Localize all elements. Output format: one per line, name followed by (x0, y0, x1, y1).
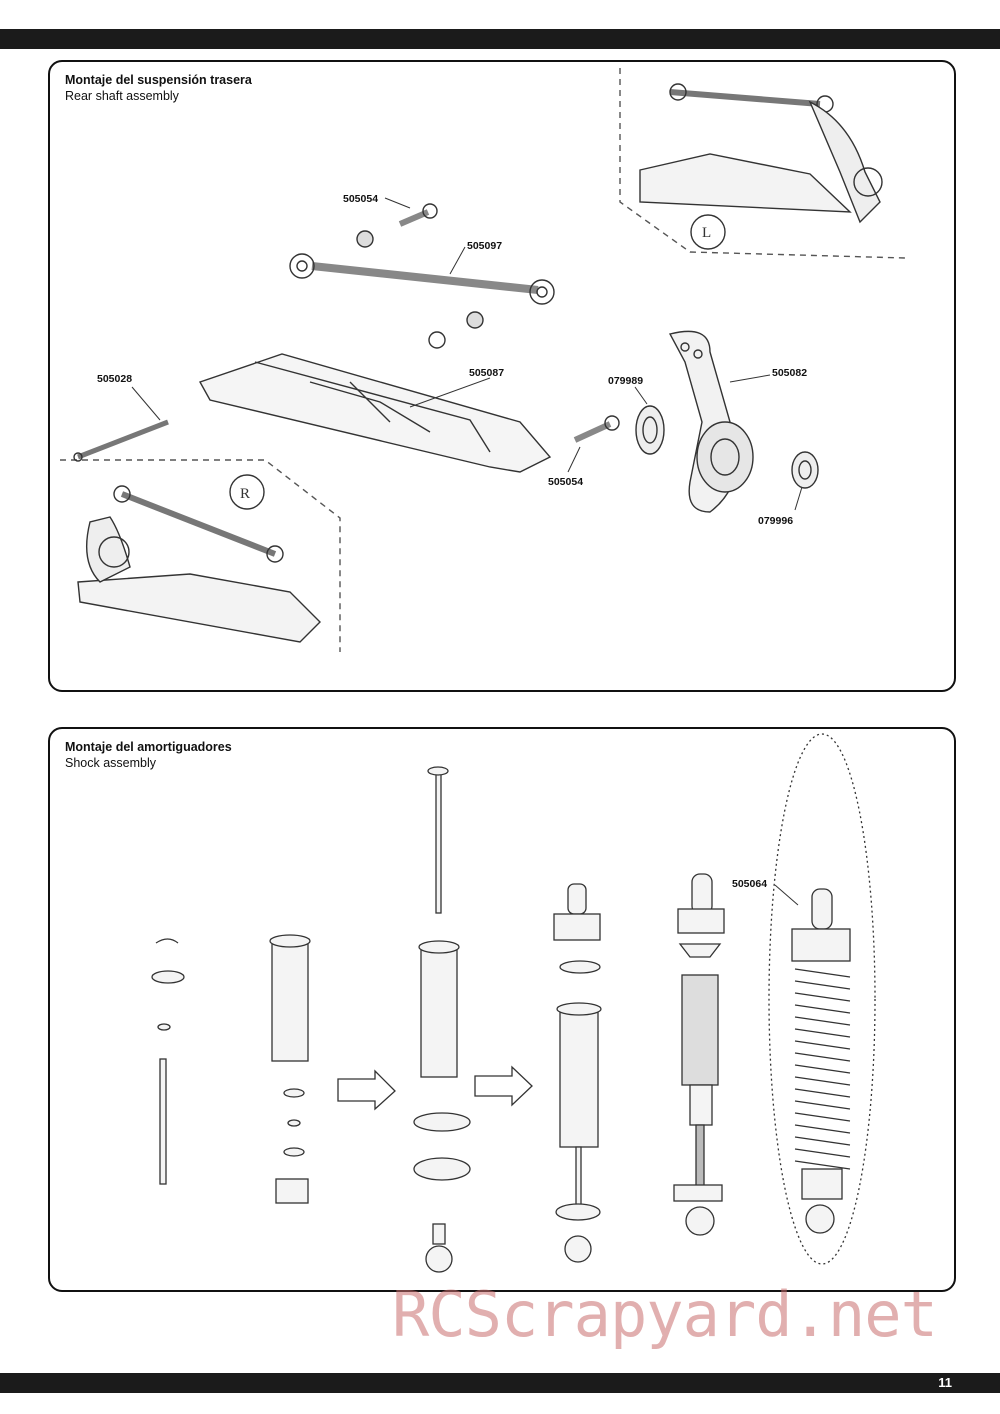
arrow-icon (474, 1065, 533, 1107)
rear-suspension-panel: Montaje del suspensión trasera Rear shaf… (48, 60, 956, 692)
inset-left-assembly: L (619, 68, 906, 259)
page-number: 11 (938, 1375, 952, 1390)
section-title: Montaje del amortiguadores (65, 740, 232, 754)
watermark: RCScrapyard.net (392, 1278, 938, 1351)
shock-cutaway (673, 873, 725, 1236)
hub-carrier-505082 (668, 330, 754, 513)
section-subtitle: Rear shaft assembly (65, 89, 179, 103)
screw-505054-top (356, 203, 438, 248)
bearing-079989 (635, 405, 665, 455)
inset-label-l: L (702, 225, 711, 241)
shock-shaft-parts (151, 938, 185, 1185)
shock-stage-3 (553, 883, 602, 1263)
section-subtitle: Shock assembly (65, 756, 157, 770)
top-header-bar (0, 29, 1000, 49)
shock-complete-505064 (768, 733, 876, 1265)
bottom-footer-bar: 11 (0, 1373, 1000, 1393)
inset-label-r: R (240, 486, 250, 502)
part-label: 505082 (772, 367, 807, 379)
shock-body-parts (269, 934, 311, 1204)
shock-assembly-diagram: 505064 (151, 733, 876, 1273)
pin-505054-bottom (573, 415, 620, 443)
section-title: Montaje del suspensión trasera (65, 73, 252, 87)
inset-right-assembly: R (60, 459, 341, 652)
part-label: 505064 (732, 878, 767, 890)
suspension-link-505097 (289, 253, 555, 305)
part-label: 505028 (97, 373, 132, 385)
bearing-079996 (791, 451, 819, 489)
part-label: 079996 (758, 515, 793, 527)
part-label: 505054 (343, 193, 378, 205)
screw-small (428, 311, 484, 349)
part-label: 505054 (548, 476, 583, 488)
rear-suspension-diagram: L R (60, 68, 906, 652)
arrow-icon (337, 1069, 396, 1111)
shock-body-stage-2 (413, 766, 471, 1273)
shock-assembly-panel: Montaje del amortiguadores Shock assembl… (48, 727, 956, 1292)
hinge-pin-505028 (73, 419, 169, 462)
lower-arm-505087 (198, 353, 552, 473)
part-label: 079989 (608, 375, 643, 387)
part-label: 505087 (469, 367, 504, 379)
part-label: 505097 (467, 240, 502, 252)
